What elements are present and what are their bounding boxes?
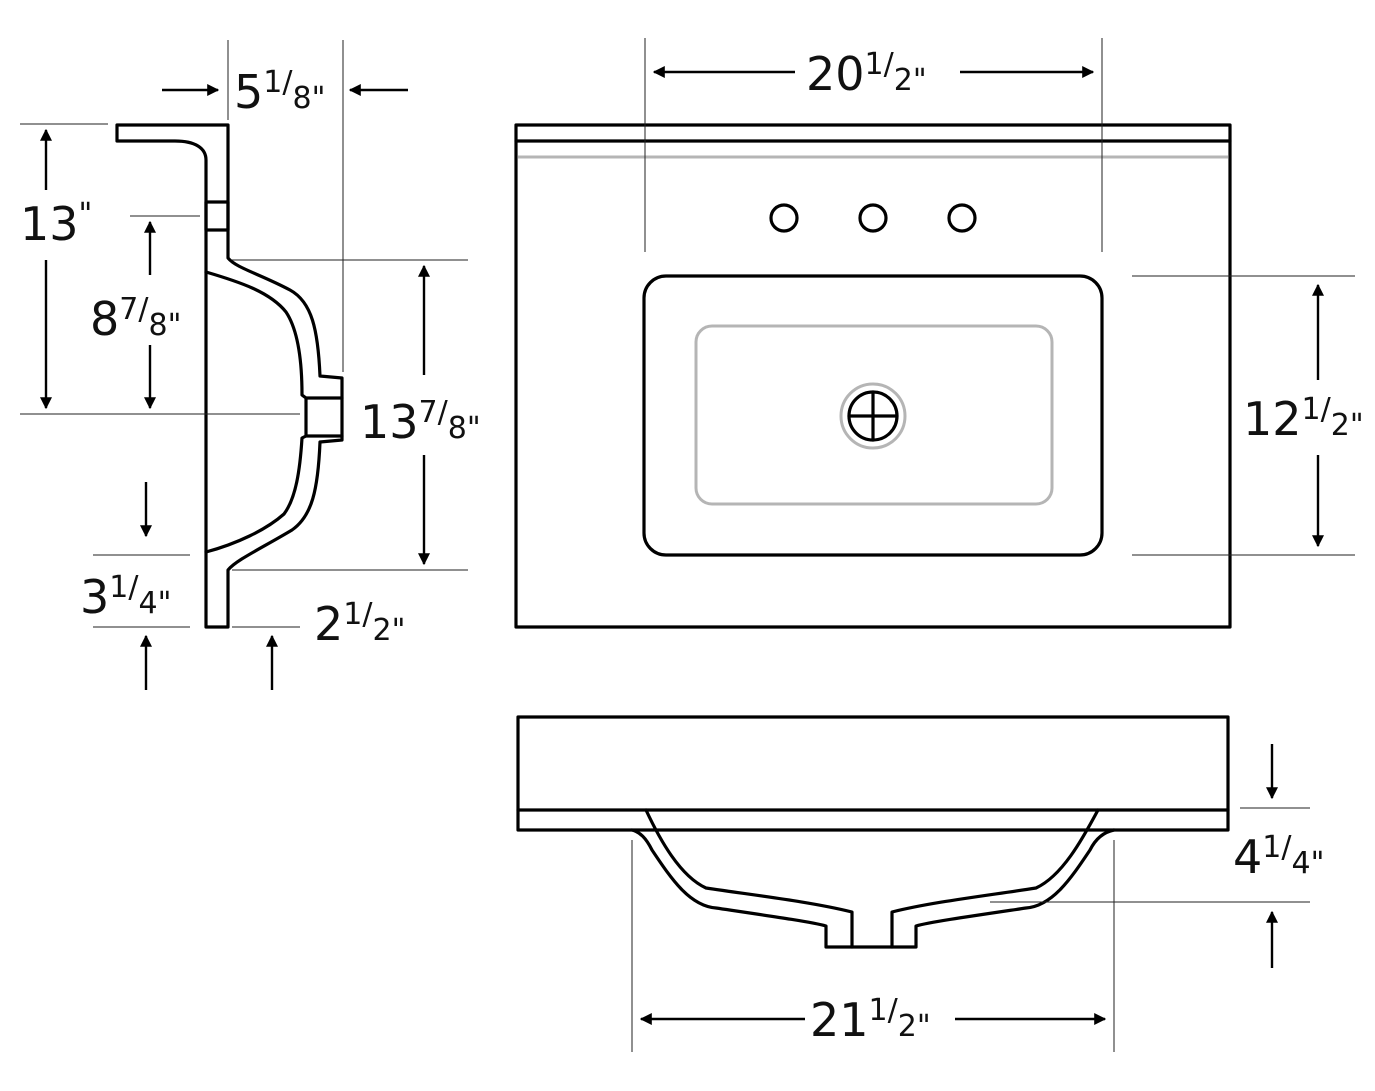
front-bowl-inner <box>644 808 1100 949</box>
dimension-labels: 51/8" 13" 87/8" 137/8" 31/4" 21/2" 201/2… <box>20 47 1364 1047</box>
front-elevation-view <box>516 715 1310 1052</box>
top-bowl-inner <box>694 324 1054 506</box>
faucet-hole-center <box>858 203 888 233</box>
dim-top-bowl-width: 121/2" <box>1243 392 1364 446</box>
side-drain-lip <box>304 396 344 438</box>
top-bowl-outer <box>642 274 1104 557</box>
faucet-hole-right <box>947 203 977 233</box>
top-countertop-outline <box>514 123 1232 629</box>
top-plan-view <box>514 38 1355 629</box>
faucet-hole-left <box>769 203 799 233</box>
dim-side-bowl-upper: 87/8" <box>90 292 181 346</box>
side-profile-view <box>20 40 468 690</box>
side-bowl-inner <box>204 270 308 554</box>
side-overflow-slot <box>204 200 230 232</box>
drain-outer-ring <box>839 382 907 450</box>
front-countertop-outline <box>516 715 1230 832</box>
dim-side-height-total: 13" <box>20 197 92 251</box>
side-profile-outline <box>115 123 344 629</box>
dim-top-faucet-span: 201/2" <box>806 47 927 101</box>
dim-side-lip-bottom: 31/4" <box>80 570 171 624</box>
dim-side-bowl-depth: 137/8" <box>360 395 481 449</box>
dim-side-depth-top: 51/8" <box>234 65 325 119</box>
dim-side-lip-offset: 21/2" <box>314 597 405 651</box>
dim-front-bowl-width: 211/2" <box>810 993 931 1047</box>
dim-front-bowl-depth: 41/4" <box>1233 830 1324 884</box>
front-bowl-outline <box>630 828 1116 949</box>
